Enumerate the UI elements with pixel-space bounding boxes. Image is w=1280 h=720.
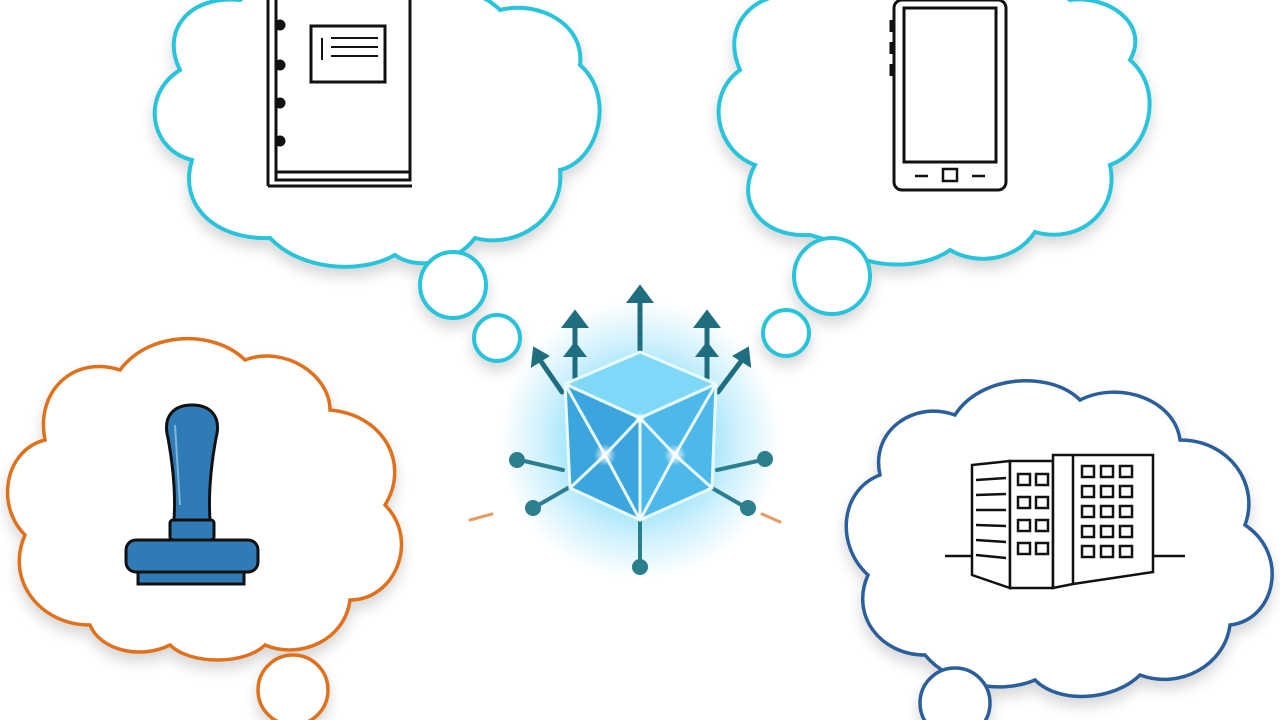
connector-lines (509, 451, 773, 575)
outgoing-arrows (530, 284, 752, 395)
arrow-diag-right (715, 346, 752, 395)
connector-right-upper (715, 451, 773, 472)
thought-bubble (918, 666, 992, 720)
glowing-cube-icon (563, 350, 718, 522)
accent-dash-right (760, 512, 782, 524)
accent-dash-left (468, 512, 494, 522)
arrow-up-right (693, 309, 721, 381)
book-icon (266, 0, 412, 188)
connector-bottom (632, 516, 648, 575)
thought-bubble-small (472, 313, 522, 363)
central-hub (468, 284, 782, 580)
thought-bubble (256, 653, 330, 720)
arrow-up-center (626, 284, 654, 353)
thought-bubble-small (761, 308, 811, 358)
connector-left-upper (509, 452, 565, 472)
connector-left-lower (525, 486, 570, 516)
arrow-up-left (561, 309, 589, 381)
thought-bubble-large (792, 236, 872, 316)
office-building-icon (945, 453, 1185, 590)
arrow-diag-left (530, 346, 565, 395)
thought-bubble-large (418, 250, 488, 320)
smartphone-icon (889, 0, 1008, 192)
connector-right-lower (710, 486, 756, 516)
rubber-stamp-icon (124, 403, 260, 586)
